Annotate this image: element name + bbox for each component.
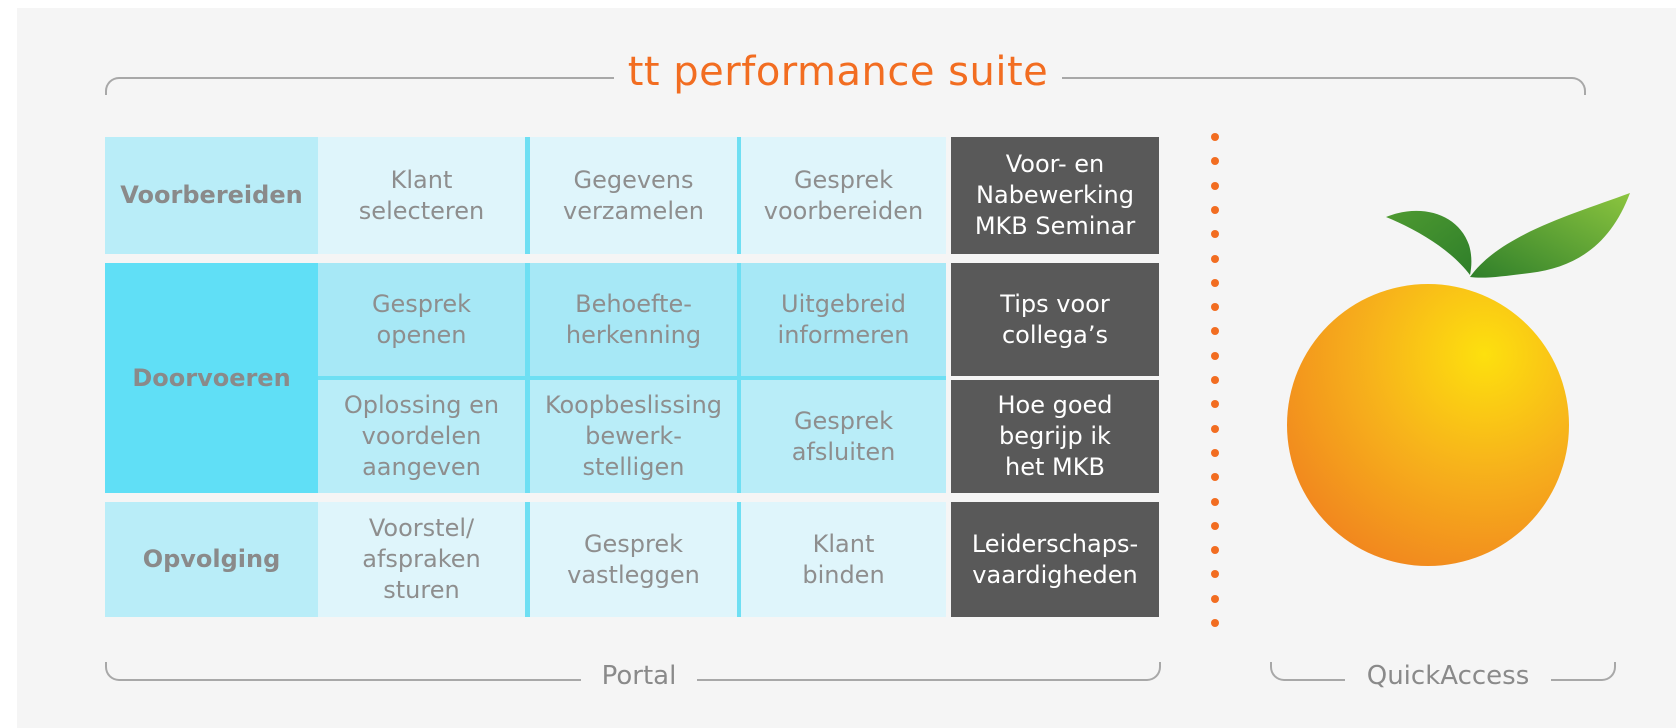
tile-leiderschapsvaardigheden: Leiderschaps- vaardigheden — [951, 502, 1159, 617]
separator-dot — [1211, 400, 1219, 409]
right-leaf — [1470, 193, 1630, 278]
separator-dot — [1211, 133, 1219, 141]
divider — [525, 502, 530, 617]
tile-voor-en-nabewerking: Voor- en Nabewerking MKB Seminar — [951, 137, 1159, 254]
tile-hoe-goed-begrijp-ik-het-mkb: Hoe goed begrijp ik het MKB — [951, 380, 1159, 493]
cell-klant-binden: Klant binden — [741, 502, 946, 617]
divider — [737, 502, 741, 617]
row-header-doorvoeren: Doorvoeren — [105, 263, 318, 493]
separator-dot — [1211, 351, 1219, 360]
divider — [737, 263, 741, 493]
cell-gesprek-afsluiten: Gesprek afsluiten — [741, 380, 946, 493]
separator-dot — [1211, 230, 1219, 239]
left-leaf — [1386, 210, 1472, 275]
suite-title: tt performance suite — [0, 46, 1676, 98]
cell-voorstel-afspraken-sturen: Voorstel/ afspraken sturen — [318, 502, 525, 617]
orange-fruit-icon — [1287, 193, 1630, 566]
separator-dot — [1211, 546, 1219, 555]
cell-koopbeslissing: Koopbeslissing bewerk- stelligen — [530, 380, 737, 493]
separator-dot — [1211, 521, 1219, 530]
cell-behoefte-herkenning: Behoefte- herkenning — [530, 263, 737, 376]
separator-dot — [1211, 303, 1219, 312]
cell-gesprek-voorbereiden: Gesprek voorbereiden — [741, 137, 946, 254]
suite-title-text: tt performance suite — [613, 49, 1063, 95]
divider — [525, 137, 530, 254]
separator-dot — [1211, 181, 1219, 190]
separator-dot — [1211, 448, 1219, 457]
separator-dot — [1211, 278, 1219, 287]
separator-dot — [1211, 205, 1219, 214]
separator-dot — [1211, 497, 1219, 506]
row-header-opvolging: Opvolging — [105, 502, 318, 617]
separator-dot — [1211, 157, 1219, 166]
divider — [525, 263, 530, 493]
orange-body — [1287, 284, 1569, 566]
divider — [737, 137, 741, 254]
cell-klant-selecteren: Klant selecteren — [318, 137, 525, 254]
cell-gesprek-vastleggen: Gesprek vastleggen — [530, 502, 737, 617]
separator-dot — [1211, 594, 1219, 603]
separator-dot — [1211, 570, 1219, 579]
portal-label: Portal — [581, 660, 697, 692]
cell-gegevens-verzamelen: Gegevens verzamelen — [530, 137, 737, 254]
quickaccess-label: QuickAccess — [1345, 660, 1551, 692]
row-header-voorbereiden: Voorbereiden — [105, 137, 318, 254]
cell-uitgebreid-informeren: Uitgebreid informeren — [741, 263, 946, 376]
separator-dot — [1211, 376, 1219, 384]
separator-dot — [1211, 619, 1219, 627]
separator-dot — [1211, 327, 1219, 336]
separator-dot — [1211, 424, 1219, 433]
separator-dot — [1211, 254, 1219, 263]
cell-gesprek-openen: Gesprek openen — [318, 263, 525, 376]
cell-oplossing-en-voordelen: Oplossing en voordelen aangeven — [318, 380, 525, 493]
separator-dot — [1211, 473, 1219, 482]
divider — [318, 376, 946, 380]
tile-tips-voor-collegas: Tips voor collega’s — [951, 263, 1159, 376]
